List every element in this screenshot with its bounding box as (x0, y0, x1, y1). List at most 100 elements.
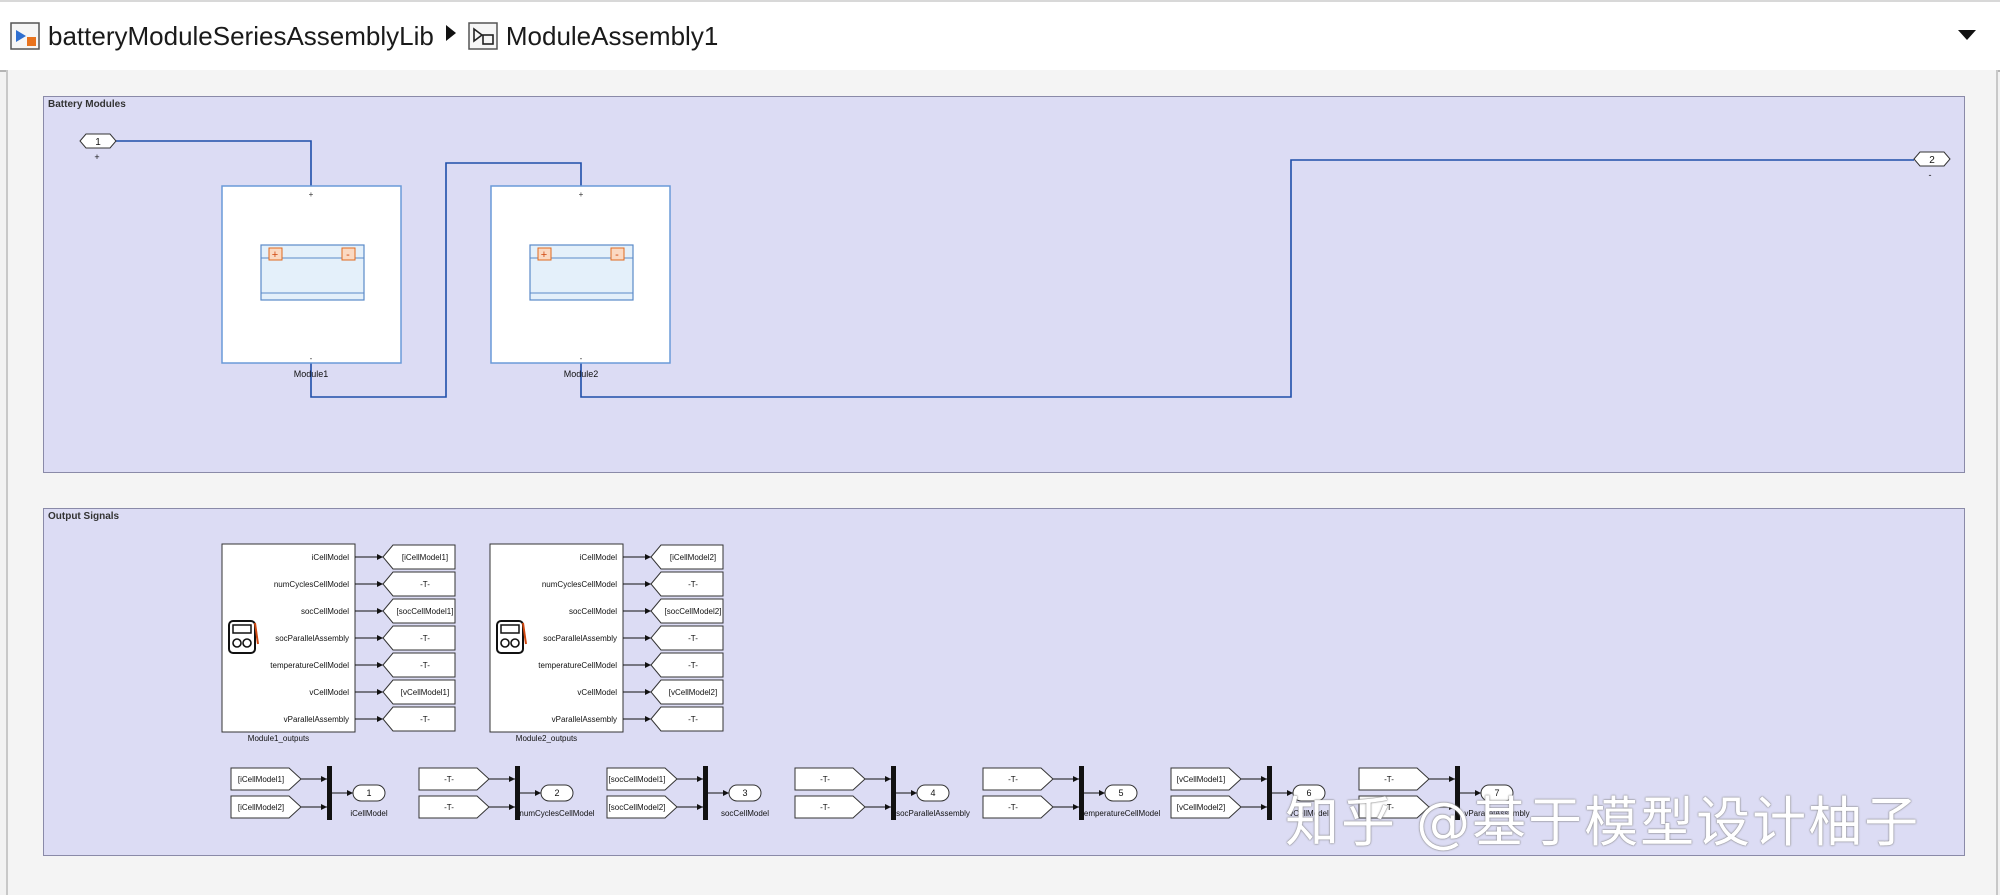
goto-tag[interactable]: -T- (382, 571, 456, 597)
from-tag[interactable]: [socCellModel2] (606, 795, 678, 819)
goto-tag[interactable]: [vCellModel1] (382, 679, 456, 705)
mux-bar[interactable] (1267, 766, 1272, 820)
mux-bar[interactable] (1079, 766, 1084, 820)
svg-text:-: - (615, 249, 619, 261)
goto-tag[interactable]: [iCellModel2] (650, 544, 724, 570)
from-tag[interactable]: [iCellModel1] (230, 767, 302, 791)
goto-tag-label: -T- (420, 580, 430, 589)
bus-block-name: Module1_outputs (248, 734, 309, 743)
goto-tag[interactable]: [socCellModel1] (382, 598, 456, 624)
from-tag[interactable]: -T- (418, 767, 490, 791)
mux-group[interactable]: [vCellModel1] [vCellModel2] 6 vCellModel (1170, 766, 1329, 820)
goto-tag[interactable]: -T- (382, 625, 456, 651)
tab-strip (0, 0, 2000, 2)
mux-bar[interactable] (703, 766, 708, 820)
from-tag[interactable]: [vCellModel1] (1170, 767, 1242, 791)
goto-tag[interactable]: -T- (650, 706, 724, 732)
from-tag[interactable]: -T- (982, 767, 1054, 791)
connection-line[interactable] (114, 140, 312, 186)
from-tag[interactable]: -T- (982, 795, 1054, 819)
outport-block[interactable]: 6 vCellModel (1289, 784, 1329, 818)
mux-bar[interactable] (1455, 766, 1460, 820)
output-blocks: iCellModel[iCellModel1]numCyclesCellMode… (221, 543, 724, 743)
goto-tag[interactable]: [iCellModel1] (382, 544, 456, 570)
from-tag[interactable]: -T- (794, 767, 866, 791)
from-tag[interactable]: [socCellModel1] (606, 767, 678, 791)
battery-module-block[interactable]: + - + - Module1 (221, 185, 402, 379)
mux-bar[interactable] (891, 766, 896, 820)
outport-label: vParallelAssembly (1464, 809, 1529, 818)
from-tag-label: -T- (820, 803, 830, 812)
from-tag-label: -T- (444, 775, 454, 784)
goto-tag[interactable]: [vCellModel2] (650, 679, 724, 705)
bus-signal-label: temperatureCellModel (270, 661, 349, 670)
connection-lines (114, 140, 1914, 398)
triangle-down-icon (1958, 30, 1976, 40)
goto-tag-label: [socCellModel1] (397, 607, 454, 616)
svg-text:-: - (346, 249, 350, 261)
mux-bar[interactable] (515, 766, 520, 820)
svg-text:+: + (272, 249, 278, 261)
from-tag[interactable]: -T- (1358, 795, 1430, 819)
outport-number: 6 (1306, 788, 1311, 798)
battery-icon: + - (260, 244, 365, 301)
from-tag[interactable]: -T- (794, 795, 866, 819)
bus-signal-label: socParallelAssembly (543, 634, 617, 643)
goto-tag[interactable]: -T- (650, 625, 724, 651)
goto-tag[interactable]: -T- (650, 571, 724, 597)
module-name: Module1 (294, 369, 329, 379)
breadcrumb-dropdown-button[interactable] (1952, 20, 1982, 50)
module-name: Module2 (564, 369, 599, 379)
from-tag[interactable]: -T- (1358, 767, 1430, 791)
battery-module-block[interactable]: + - + - Module2 (490, 185, 671, 379)
from-tag[interactable]: -T- (418, 795, 490, 819)
bus-output-block[interactable]: iCellModel[iCellModel2]numCyclesCellMode… (489, 543, 724, 743)
goto-tag-label: [vCellModel1] (401, 688, 449, 697)
breadcrumb-root[interactable]: batteryModuleSeriesAssemblyLib (48, 20, 434, 51)
watermark: 知乎 @基于模型设计柚子 (1285, 791, 1921, 854)
outport-label: iCellModel (350, 809, 388, 818)
module-top-label: + (579, 190, 584, 199)
module-bottom-label: - (580, 354, 583, 363)
simulink-model-icon (10, 20, 42, 52)
from-tag-label: [iCellModel1] (238, 775, 284, 784)
outport-number: 2 (1929, 155, 1935, 166)
from-tag-label: -T- (1008, 803, 1018, 812)
goto-tag-label: [iCellModel1] (402, 553, 448, 562)
mux-bar[interactable] (327, 766, 332, 820)
bus-signal-label: numCyclesCellModel (274, 580, 349, 589)
connection-line[interactable] (310, 162, 582, 398)
inport-block[interactable]: 1 + (79, 133, 117, 162)
bus-signal-label: vParallelAssembly (552, 715, 617, 724)
outport-label: vCellModel (1289, 809, 1329, 818)
goto-tag[interactable]: [socCellModel2] (650, 598, 724, 624)
goto-tag[interactable]: -T- (650, 652, 724, 678)
bus-output-block[interactable]: iCellModel[iCellModel1]numCyclesCellMode… (221, 543, 456, 743)
goto-tag-label: [socCellModel2] (665, 607, 722, 616)
from-tag[interactable]: [vCellModel2] (1170, 795, 1242, 819)
outport-block[interactable]: 2 - (1913, 151, 1951, 180)
bus-block-name: Module2_outputs (516, 734, 577, 743)
module-top-label: + (309, 190, 314, 199)
goto-tag[interactable]: -T- (382, 706, 456, 732)
breadcrumb-current[interactable]: ModuleAssembly1 (505, 20, 719, 51)
mux-group[interactable]: [socCellModel1] [socCellModel2] 3socCellMo… (606, 766, 769, 820)
goto-tag-label: -T- (688, 580, 698, 589)
from-tag[interactable]: [iCellModel2] (230, 795, 302, 819)
connection-line[interactable] (580, 159, 1914, 398)
goto-tag[interactable]: -T- (382, 652, 456, 678)
goto-tag-label: -T- (420, 634, 430, 643)
bus-signal-label: socParallelAssembly (275, 634, 349, 643)
